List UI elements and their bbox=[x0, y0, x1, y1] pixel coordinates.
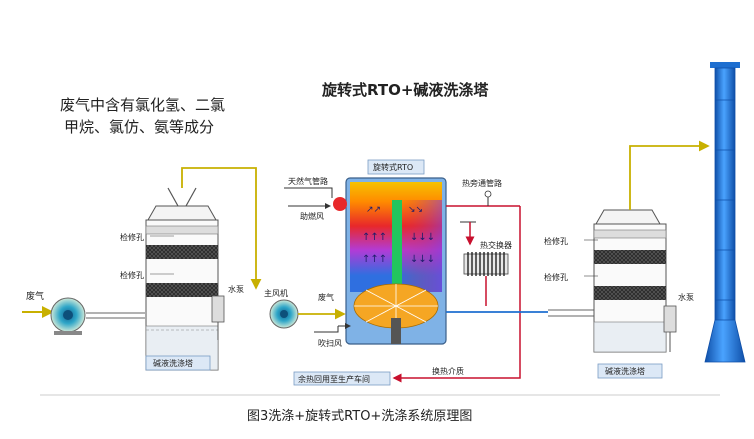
svg-text:↑↑↑: ↑↑↑ bbox=[362, 232, 387, 243]
label-purge-air: 吹扫风 bbox=[318, 338, 342, 348]
svg-text:↑↑↑: ↑↑↑ bbox=[362, 254, 387, 265]
label-rto-title: 旋转式RTO bbox=[373, 162, 413, 172]
note-line-2: 甲烷、氯仿、氨等成分 bbox=[64, 118, 214, 136]
label-inspection-hole-2b: 检修孔 bbox=[544, 272, 568, 282]
tower-1-outlet-pipe bbox=[181, 167, 262, 290]
svg-text:↓↓↓: ↓↓↓ bbox=[410, 232, 435, 243]
svg-text:↗↗: ↗↗ bbox=[366, 205, 381, 215]
diagram-caption: 图3洗涤+旋转式RTO+洗涤系统原理图 bbox=[247, 409, 472, 424]
svg-text:↓↓↓: ↓↓↓ bbox=[410, 254, 435, 265]
diagram-title: 旋转式RTO+碱液洗涤塔 bbox=[321, 81, 489, 99]
waste-heat-pipe bbox=[392, 206, 521, 383]
label-waste-heat-line: 余热回用至生产车间 bbox=[298, 374, 370, 384]
chimney-stack bbox=[704, 62, 746, 363]
svg-text:↘↘: ↘↘ bbox=[408, 205, 423, 215]
label-inspection-hole-2a: 检修孔 bbox=[544, 236, 568, 246]
label-water-pump-2: 水泵 bbox=[678, 292, 694, 302]
label-natural-gas-pipe: 天然气管路 bbox=[288, 176, 328, 186]
note-line-1: 废气中含有氯化氢、二氯 bbox=[60, 96, 225, 114]
label-water-pump-1: 水泵 bbox=[228, 284, 244, 294]
main-fan-icon bbox=[269, 299, 299, 329]
label-combustion-air: 助燃风 bbox=[300, 211, 324, 221]
label-heat-exchanger: 热交换器 bbox=[480, 240, 512, 250]
label-rto-waste-gas: 废气 bbox=[318, 292, 334, 302]
heat-exchanger-icon bbox=[463, 252, 509, 276]
water-pump-1-icon bbox=[211, 295, 225, 340]
inlet-fan-icon bbox=[50, 297, 86, 335]
rotary-rto: ↑↑↑ ↑↑↑ ↓↓↓ ↓↓↓ ↗↗ ↘↘ bbox=[345, 177, 447, 345]
label-main-fan: 主风机 bbox=[264, 288, 288, 298]
scrubber-tower-2 bbox=[593, 209, 667, 353]
scrubber-tower-1 bbox=[145, 187, 219, 371]
water-pump-2-icon bbox=[663, 305, 677, 352]
label-tower-2: 碱液洗涤塔 bbox=[605, 366, 645, 376]
label-heat-medium: 换热介质 bbox=[432, 366, 464, 376]
label-tower-1: 碱液洗涤塔 bbox=[153, 358, 193, 368]
label-inspection-hole-1a: 检修孔 bbox=[120, 232, 144, 242]
tower-2-outlet-pipe bbox=[629, 140, 710, 210]
label-inspection-hole-1b: 检修孔 bbox=[120, 270, 144, 280]
burner-icon bbox=[333, 197, 347, 211]
label-bypass-pipe: 热旁通管路 bbox=[462, 178, 502, 188]
label-waste-gas-inlet: 废气 bbox=[26, 290, 44, 302]
